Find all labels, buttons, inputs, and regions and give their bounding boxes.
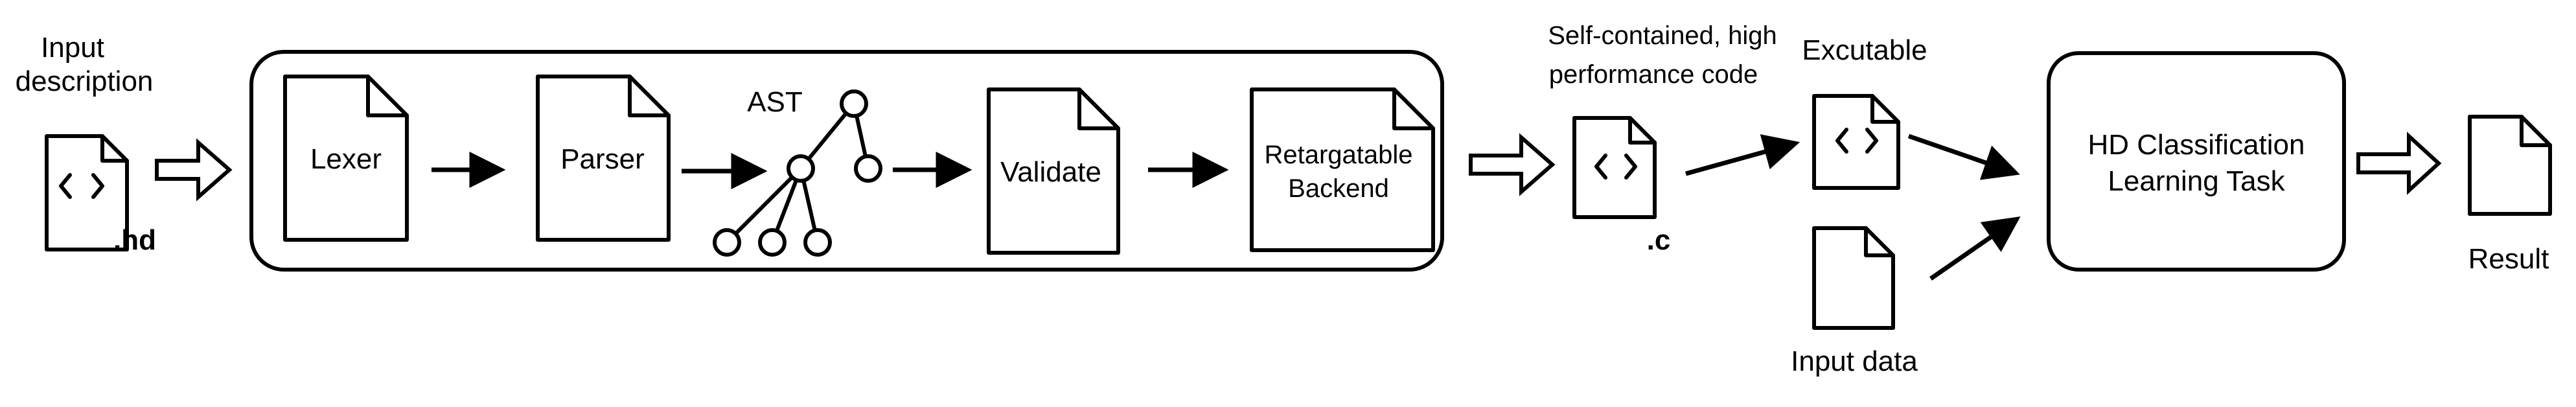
lexer-doc xyxy=(283,75,409,242)
executable-label: Excutable xyxy=(1802,34,1927,66)
backend-doc xyxy=(1250,87,1435,252)
task-label-line2: Learning Task xyxy=(2108,165,2285,197)
hd-file-icon xyxy=(45,134,129,251)
hd-classification-task-box xyxy=(2047,51,2346,272)
hd-extension-label: .hd xyxy=(113,224,156,256)
arrow-executable-to-task xyxy=(1907,134,2020,180)
result-doc xyxy=(2468,115,2552,216)
code-caption-line2: performance code xyxy=(1549,60,1758,89)
input-description-label-line1: Input xyxy=(41,32,104,64)
arrow-code-to-executable xyxy=(1685,134,1800,176)
parser-label: Parser xyxy=(560,143,645,175)
executable-file-icon xyxy=(1812,94,1900,190)
hollow-arrow-to-code xyxy=(1469,133,1556,196)
parser-doc xyxy=(536,75,671,242)
input-data-label: Input data xyxy=(1791,345,1918,377)
validate-label: Validate xyxy=(1000,156,1101,188)
code-caption-line1: Self-contained, high xyxy=(1548,21,1777,50)
c-file-icon xyxy=(1572,116,1657,219)
validate-doc xyxy=(987,87,1120,255)
ast-tree-icon xyxy=(713,89,882,257)
backend-label-line2: Backend xyxy=(1288,174,1389,203)
backend-label-line1: Retargatable xyxy=(1264,141,1412,169)
compiler-container xyxy=(249,50,1444,272)
ast-label: AST xyxy=(747,86,803,118)
hollow-arrow-to-result xyxy=(2356,132,2442,195)
result-label: Result xyxy=(2468,243,2549,275)
hollow-arrow-input xyxy=(155,138,233,202)
lexer-label: Lexer xyxy=(310,143,382,175)
input-data-doc xyxy=(1812,226,1895,330)
input-description-label-line2: description xyxy=(16,65,154,97)
task-label-line1: HD Classification xyxy=(2088,129,2305,161)
c-extension-label: .c xyxy=(1647,224,1671,256)
arrow-inputdata-to-task xyxy=(1929,216,2021,281)
